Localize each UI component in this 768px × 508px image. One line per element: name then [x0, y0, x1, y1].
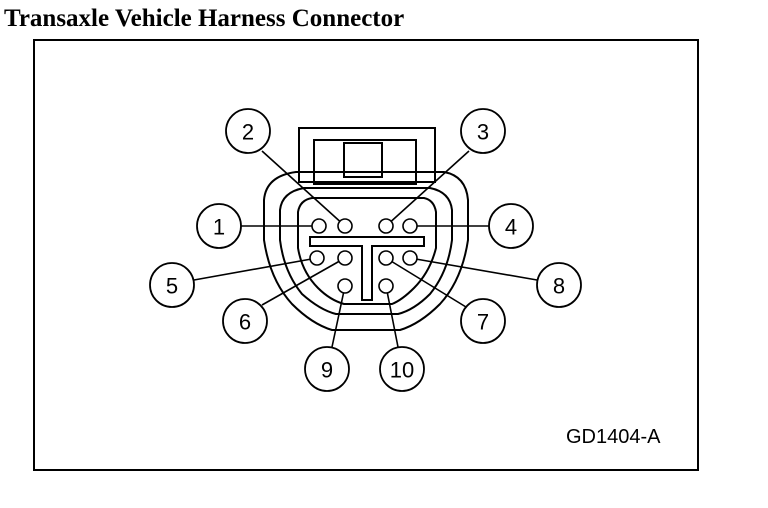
- callout-8: [536, 262, 582, 308]
- pin-label-7: 7: [477, 310, 489, 335]
- callout-3: [460, 108, 506, 154]
- callout-9: [304, 346, 350, 392]
- connector-housing: [263, 127, 469, 331]
- pin-label-5: 5: [166, 274, 178, 299]
- pin-cavity-4: [402, 218, 418, 234]
- pin-cavity-9: [337, 278, 353, 294]
- pin-cavity-3: [378, 218, 394, 234]
- pin-label-3: 3: [477, 120, 489, 145]
- callout-balloons: [149, 108, 582, 392]
- callout-5: [149, 262, 195, 308]
- pin-label-8: 8: [553, 274, 565, 299]
- pin-cavity-7: [378, 250, 394, 266]
- callout-6: [222, 298, 268, 344]
- pin-label-4: 4: [505, 215, 517, 240]
- pin-label-6: 6: [239, 310, 251, 335]
- keying-ridge: [309, 236, 425, 301]
- callout-2: [225, 108, 271, 154]
- pin-cavity-8: [402, 250, 418, 266]
- pin-cavities: [309, 218, 418, 294]
- pin-cavity-10: [378, 278, 394, 294]
- diagram-title: Transaxle Vehicle Harness Connector: [4, 5, 405, 32]
- callout-1: [196, 203, 242, 249]
- callout-7: [460, 298, 506, 344]
- callout-labels: 1 2 3 4 5 6 7 8 9 10: [166, 120, 565, 383]
- pin-cavity-2: [337, 218, 353, 234]
- pin-cavity-6: [337, 250, 353, 266]
- pin-label-9: 9: [321, 358, 333, 383]
- figure-code: GD1404-A: [566, 426, 661, 448]
- pin-label-1: 1: [213, 215, 225, 240]
- pin-cavity-5: [309, 250, 325, 266]
- pin-label-10: 10: [390, 358, 414, 383]
- callout-10: [379, 346, 425, 392]
- pin-label-2: 2: [242, 120, 254, 145]
- leader-lines: [193, 150, 538, 348]
- pin-cavity-1: [311, 218, 327, 234]
- callout-4: [488, 203, 534, 249]
